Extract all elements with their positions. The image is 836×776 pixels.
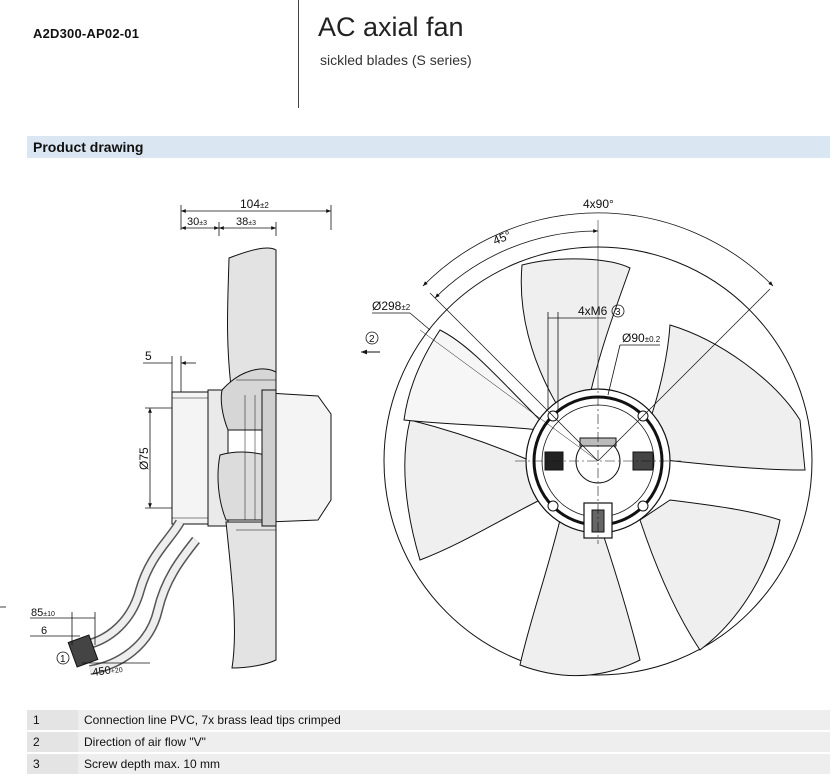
table-row: 1 Connection line PVC, 7x brass lead tip… — [27, 710, 830, 730]
note-number: 1 — [27, 710, 78, 730]
note-number: 3 — [27, 754, 78, 774]
diameter-75-label: Ø75 — [137, 447, 151, 470]
cable-length-label: 450+20 — [92, 663, 124, 679]
side-view — [30, 205, 380, 675]
product-subtitle: sickled blades (S series) — [320, 52, 472, 68]
marker-2-label: 2 — [369, 334, 375, 345]
note-number: 2 — [27, 732, 78, 752]
front-view — [372, 212, 813, 677]
diameter-298-label: Ø298±2 — [372, 299, 411, 313]
angle-45-label: 45° — [491, 228, 513, 248]
note-text: Screw depth max. 10 mm — [84, 757, 221, 771]
marker-3-label: 3 — [615, 307, 621, 318]
dim-30-label: 30±3 — [187, 216, 207, 228]
product-title: AC axial fan — [318, 12, 464, 42]
section-title: Product drawing — [33, 139, 144, 155]
dim-85-label: 85±10 — [31, 607, 55, 619]
dim-6-label: 6 — [41, 625, 47, 637]
table-row: 2 Direction of air flow "V" — [27, 732, 830, 752]
note-text: Direction of air flow "V" — [84, 735, 206, 749]
diameter-90-label: Ø90±0.2 — [622, 331, 661, 345]
table-row: 3 Screw depth max. 10 mm — [27, 754, 830, 774]
header-divider — [298, 0, 299, 108]
notes-table: 1 Connection line PVC, 7x brass lead tip… — [27, 710, 830, 776]
dim-5-label: 5 — [145, 349, 152, 363]
overall-width-label: 104±2 — [240, 197, 269, 211]
section-header: Product drawing — [27, 136, 830, 158]
angle-spacing-label: 4x90° — [583, 197, 614, 211]
note-text: Connection line PVC, 7x brass lead tips … — [84, 713, 341, 727]
marker-1-label: 1 — [60, 654, 66, 665]
dim-38-label: 38±3 — [236, 216, 256, 228]
product-drawing: 104±2 30±3 38±3 5 Ø75 85±10 6 1 2 450+20 — [0, 197, 813, 679]
thread-label: 4xM6 — [578, 304, 608, 318]
model-number: A2D300-AP02-01 — [33, 26, 140, 41]
